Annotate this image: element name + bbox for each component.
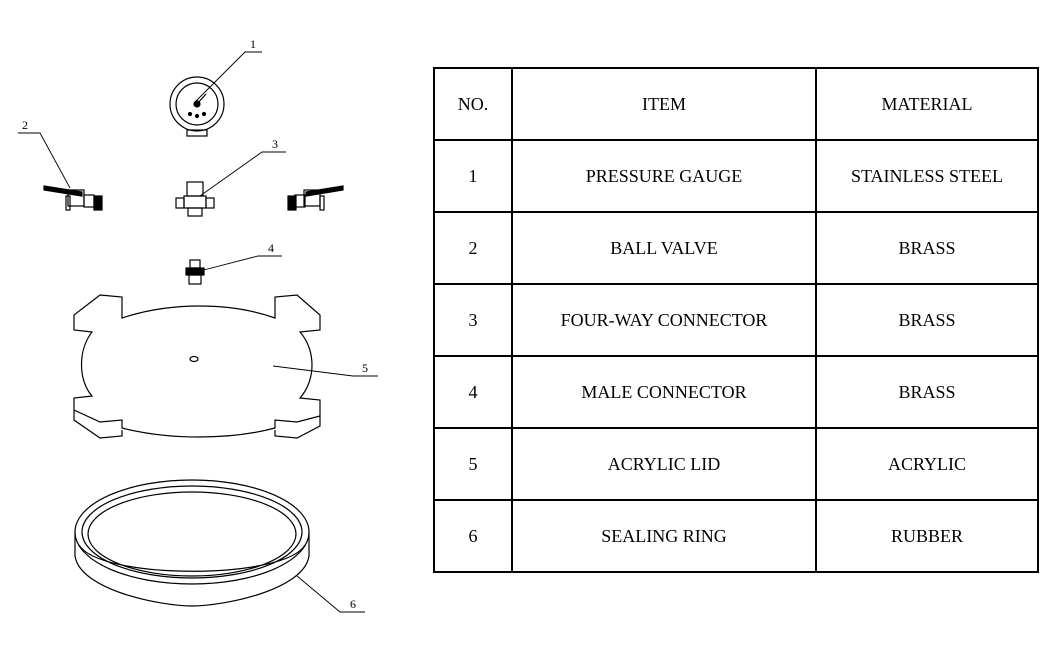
cell-no: 3 — [433, 283, 513, 357]
cell-material: BRASS — [815, 355, 1039, 429]
cell-no: 1 — [433, 139, 513, 213]
cell-item: ACRYLIC LID — [511, 427, 817, 501]
table-row: 2 BALL VALVE BRASS — [433, 211, 1039, 285]
callout-1: 1 — [250, 37, 256, 51]
callout-2: 2 — [22, 118, 28, 132]
four-way-connector-drawing — [175, 181, 215, 217]
cell-material: BRASS — [815, 283, 1039, 357]
cell-material: BRASS — [815, 211, 1039, 285]
cell-item: SEALING RING — [511, 499, 817, 573]
callout-3: 3 — [272, 137, 278, 151]
leader-lines — [18, 51, 378, 613]
pressure-gauge-drawing — [169, 76, 225, 137]
sealing-ring-drawing — [74, 479, 310, 607]
table-row: 6 SEALING RING RUBBER — [433, 499, 1039, 573]
table-row: 1 PRESSURE GAUGE STAINLESS STEEL — [433, 139, 1039, 213]
male-connector-drawing — [185, 259, 205, 285]
table-row: 3 FOUR-WAY CONNECTOR BRASS — [433, 283, 1039, 357]
cell-no: 4 — [433, 355, 513, 429]
header-item: ITEM — [511, 67, 817, 141]
cell-material: STAINLESS STEEL — [815, 139, 1039, 213]
cell-item: FOUR-WAY CONNECTOR — [511, 283, 817, 357]
table-header-row: NO. ITEM MATERIAL — [433, 67, 1039, 141]
cell-material: ACRYLIC — [815, 427, 1039, 501]
header-no: NO. — [433, 67, 513, 141]
cell-item: MALE CONNECTOR — [511, 355, 817, 429]
cell-item: PRESSURE GAUGE — [511, 139, 817, 213]
ball-valve-left-drawing — [43, 185, 103, 211]
callout-4: 4 — [268, 241, 274, 255]
cell-no: 6 — [433, 499, 513, 573]
cell-item: BALL VALVE — [511, 211, 817, 285]
acrylic-lid-drawing — [73, 294, 321, 439]
header-material: MATERIAL — [815, 67, 1039, 141]
exploded-parts-drawing: 1 2 3 4 5 6 — [18, 37, 378, 613]
table-row: 4 MALE CONNECTOR BRASS — [433, 355, 1039, 429]
cell-no: 2 — [433, 211, 513, 285]
ball-valve-right-drawing — [287, 185, 344, 211]
callout-6: 6 — [350, 597, 356, 611]
table-row: 5 ACRYLIC LID ACRYLIC — [433, 427, 1039, 501]
cell-material: RUBBER — [815, 499, 1039, 573]
cell-no: 5 — [433, 427, 513, 501]
parts-table: NO. ITEM MATERIAL 1 PRESSURE GAUGE STAIN… — [433, 67, 1039, 573]
callout-5: 5 — [362, 361, 368, 375]
